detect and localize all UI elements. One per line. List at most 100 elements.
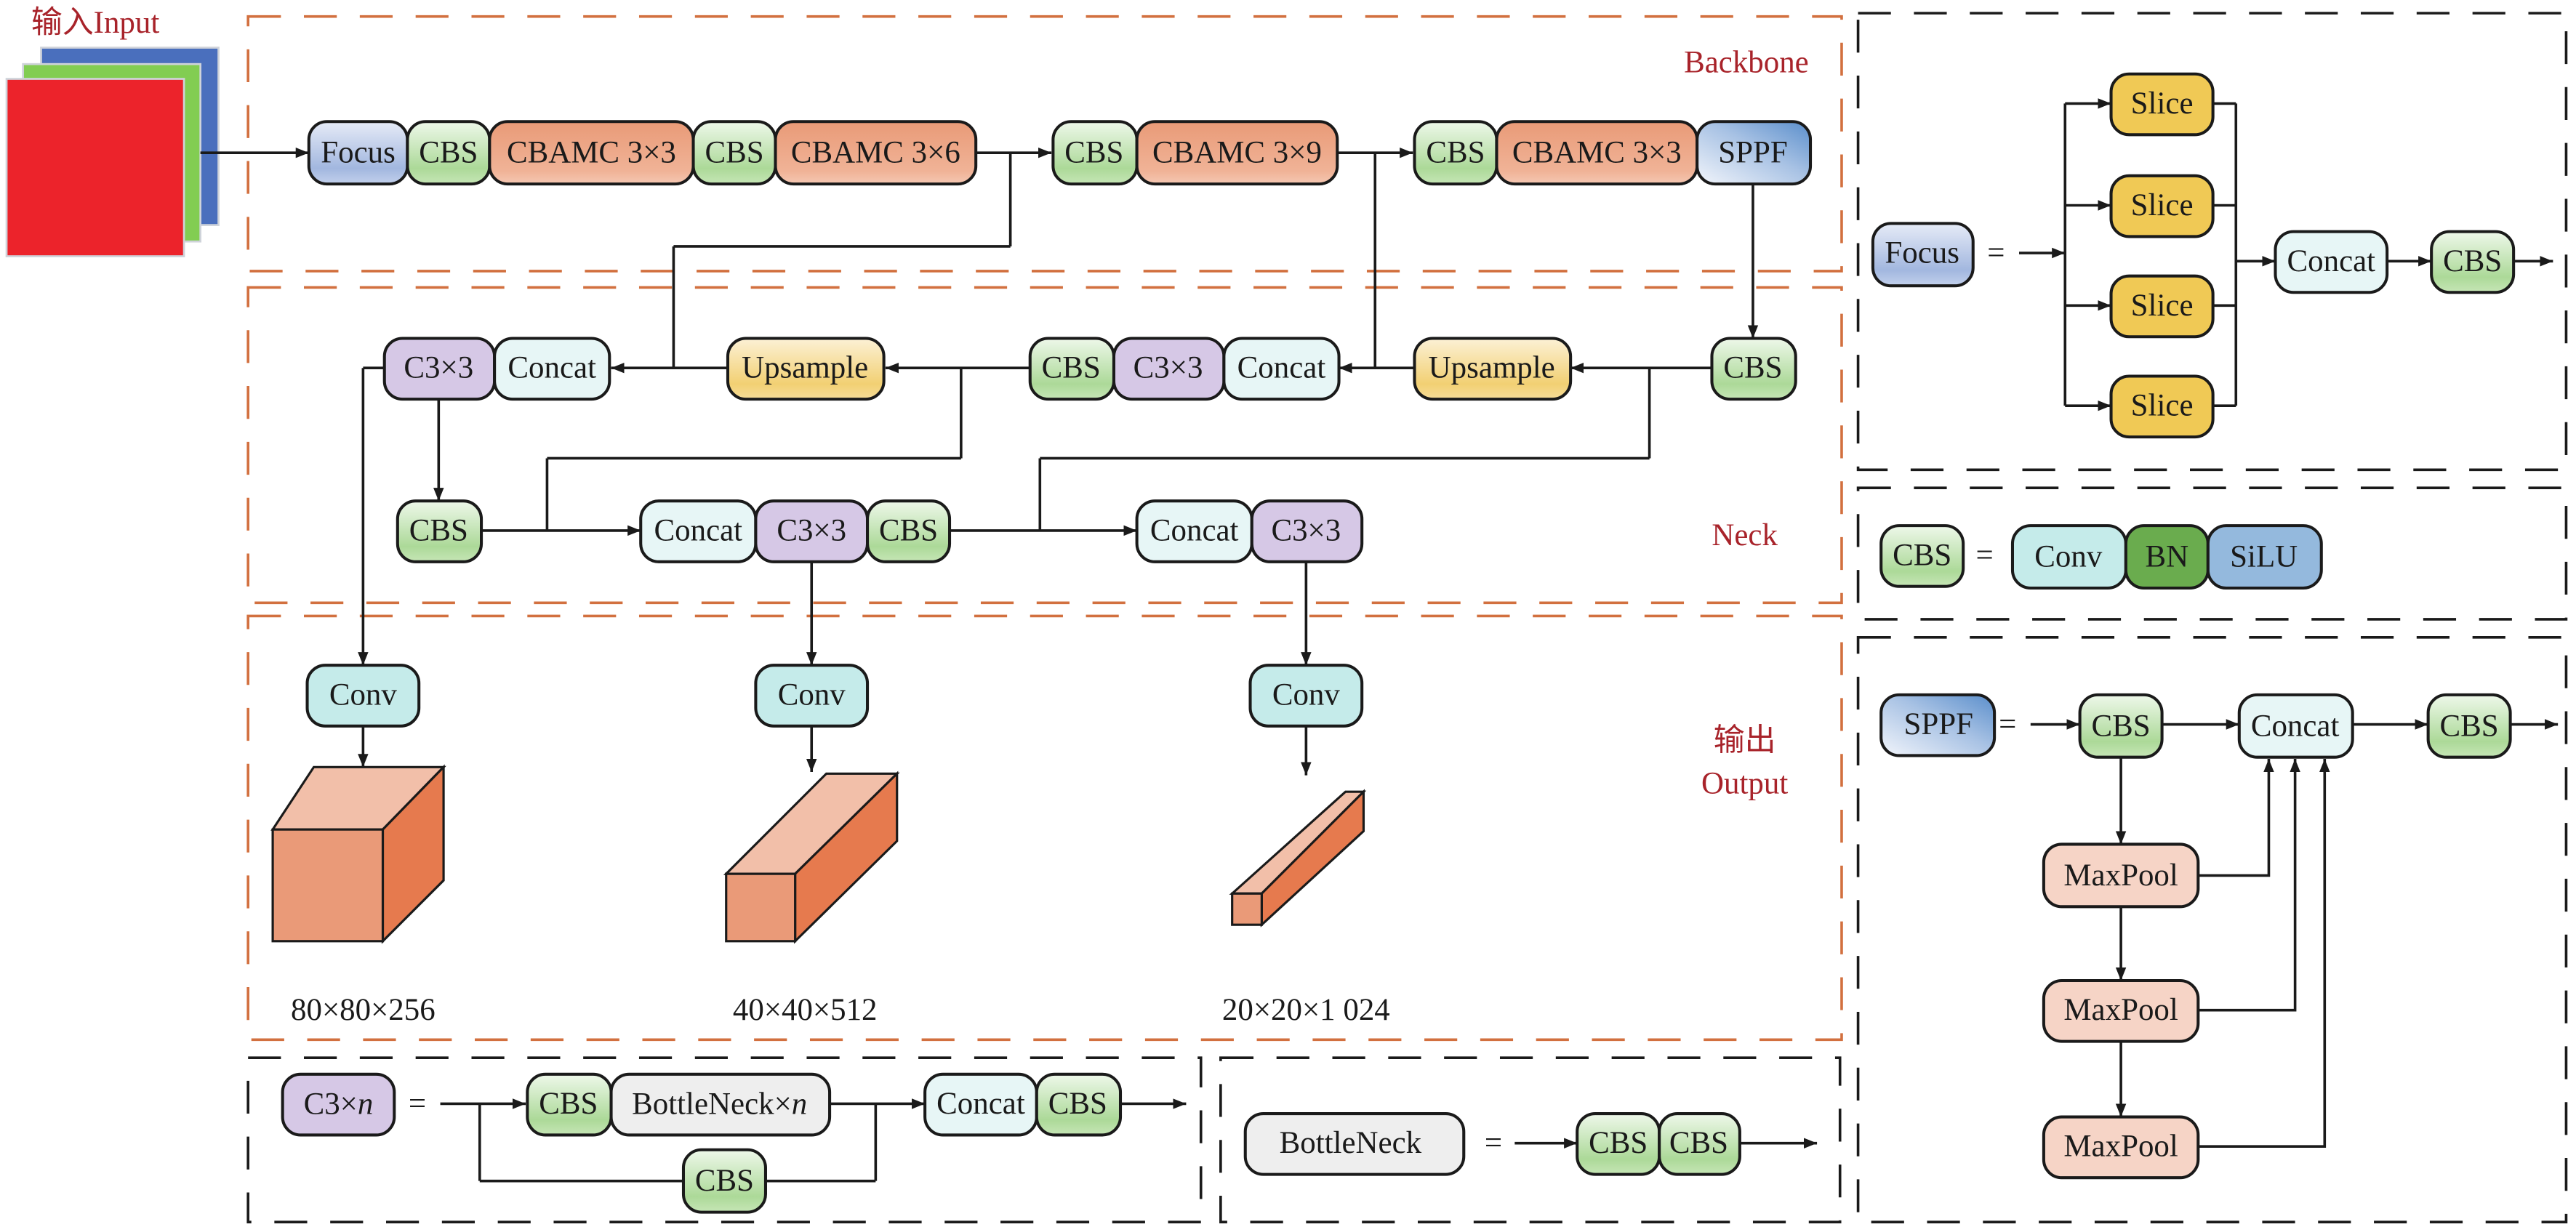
block-concat[interactable]: Concat	[1135, 499, 1253, 563]
feature-size-label: 40×40×512	[733, 993, 878, 1027]
bottleneck-definition-block[interactable]: BottleNeck	[1243, 1112, 1466, 1176]
focus-legend: Focus = Slice Slice Slice Slice Concat C…	[1871, 72, 2516, 439]
svg-text:Conv: Conv	[329, 677, 398, 712]
block-concat[interactable]: Concat	[493, 337, 611, 401]
output-label-en: Output	[1701, 766, 1788, 800]
block-concat[interactable]: Concat	[2274, 230, 2389, 294]
block-slice[interactable]: Slice	[2109, 174, 2215, 238]
block-cbamc[interactable]: CBAMC 3×3	[488, 120, 695, 186]
feature-map-cube	[1229, 789, 1367, 928]
svg-text:MaxPool: MaxPool	[2063, 858, 2178, 893]
block-conv[interactable]: Conv	[754, 664, 870, 728]
block-bn[interactable]: BN	[2124, 524, 2210, 590]
block-cbs[interactable]: CBS	[396, 499, 483, 563]
block-c3[interactable]: C3×3	[382, 337, 497, 401]
svg-text:MaxPool: MaxPool	[2063, 993, 2178, 1027]
block-slice[interactable]: Slice	[2109, 274, 2215, 339]
block-maxpool[interactable]: MaxPool	[2042, 842, 2200, 909]
svg-text:CBS: CBS	[1064, 136, 1123, 170]
block-slice[interactable]: Slice	[2109, 72, 2215, 137]
block-conv[interactable]: Conv	[305, 664, 421, 728]
svg-text:BottleNeck×n: BottleNeck×n	[632, 1087, 807, 1121]
block-cbs[interactable]: CBS	[681, 1148, 767, 1214]
block-concat[interactable]: Concat	[923, 1072, 1038, 1137]
block-c3[interactable]: C3×3	[754, 499, 870, 563]
block-cbs[interactable]: CBS	[866, 499, 952, 563]
svg-text:CBS: CBS	[409, 513, 468, 547]
cbs-definition-block[interactable]: CBS	[1879, 524, 1965, 588]
backbone-section	[246, 15, 1843, 273]
block-cbs[interactable]: CBS	[691, 120, 777, 186]
block-cbs[interactable]: CBS	[1035, 1072, 1123, 1137]
svg-text:Conv: Conv	[778, 677, 846, 712]
svg-text:CBS: CBS	[1589, 1126, 1648, 1160]
c3-definition-block[interactable]: C3×n	[281, 1072, 396, 1137]
block-cbs[interactable]: CBS	[1028, 337, 1116, 401]
block-maxpool[interactable]: MaxPool	[2042, 978, 2200, 1043]
block-cbamc[interactable]: CBAMC 3×6	[774, 120, 978, 186]
neck-label: Neck	[1712, 518, 1778, 552]
connectors	[200, 98, 2559, 1183]
block-cbs[interactable]: CBS	[1051, 120, 1139, 186]
sppf-legend-panel	[1856, 635, 2568, 1223]
output-head-3: Conv 20×20×1 024	[1222, 664, 1390, 1027]
block-sppf[interactable]: SPPF	[1696, 120, 1813, 186]
svg-text:CBS: CBS	[1723, 351, 1782, 385]
block-cbamc[interactable]: CBAMC 3×9	[1135, 120, 1339, 186]
block-focus[interactable]: Focus	[307, 120, 409, 186]
block-cbs[interactable]: CBS	[1710, 337, 1797, 401]
neck-section	[246, 286, 1843, 605]
block-silu[interactable]: SiLU	[2206, 524, 2323, 590]
svg-text:SPPF: SPPF	[1718, 136, 1788, 170]
svg-text:Slice: Slice	[2131, 289, 2194, 323]
svg-text:CBS: CBS	[1893, 538, 1951, 572]
svg-text:CBS: CBS	[1048, 1087, 1107, 1121]
svg-text:SiLU: SiLU	[2230, 540, 2298, 574]
neck-bottom-row: CBS Concat C3×3 CBS Concat C3×3	[396, 499, 1364, 563]
svg-text:CBAMC 3×6: CBAMC 3×6	[791, 136, 960, 170]
svg-text:CBS: CBS	[2443, 244, 2502, 278]
block-conv[interactable]: Conv	[1248, 664, 1364, 728]
block-cbs[interactable]: CBS	[2426, 693, 2512, 759]
svg-text:CBS: CBS	[1669, 1126, 1728, 1160]
svg-text:Focus: Focus	[321, 136, 396, 170]
c3-legend-panel	[246, 1056, 1203, 1223]
svg-text:CBS: CBS	[695, 1164, 754, 1198]
block-cbamc[interactable]: CBAMC 3×3	[1495, 120, 1699, 186]
block-c3[interactable]: C3×3	[1250, 499, 1364, 563]
block-cbs[interactable]: CBS	[1413, 120, 1498, 186]
svg-text:C3×3: C3×3	[1133, 351, 1203, 385]
focus-definition-block[interactable]: Focus	[1871, 222, 1975, 288]
block-slice[interactable]: Slice	[2109, 374, 2215, 439]
block-cbs[interactable]: CBS	[1658, 1112, 1741, 1176]
block-concat[interactable]: Concat	[2237, 693, 2354, 759]
svg-text:C3×3: C3×3	[777, 513, 846, 547]
output-section	[246, 614, 1843, 1042]
sppf-definition-block[interactable]: SPPF	[1879, 693, 1997, 757]
block-bottleneck-n[interactable]: BottleNeck×n	[609, 1072, 832, 1137]
output-head-1: Conv 80×80×256	[270, 664, 446, 1027]
svg-text:Upsample: Upsample	[1429, 351, 1555, 385]
block-cbs[interactable]: CBS	[2078, 693, 2164, 759]
block-c3[interactable]: C3×3	[1112, 337, 1226, 401]
block-cbs[interactable]: CBS	[1576, 1112, 1661, 1176]
svg-text:CBAMC 3×3: CBAMC 3×3	[1512, 136, 1682, 170]
feature-size-label: 80×80×256	[291, 993, 436, 1027]
svg-text:CBS: CBS	[2092, 709, 2151, 743]
block-upsample[interactable]: Upsample	[1413, 337, 1573, 401]
svg-text:Slice: Slice	[2131, 389, 2194, 423]
block-conv[interactable]: Conv	[2010, 524, 2127, 590]
block-cbs[interactable]: CBS	[406, 120, 491, 186]
cbs-legend: CBS = Conv BN SiLU	[1879, 524, 2323, 590]
svg-text:BN: BN	[2146, 540, 2189, 574]
svg-text:C3×n: C3×n	[304, 1087, 374, 1121]
block-maxpool[interactable]: MaxPool	[2042, 1115, 2200, 1180]
block-cbs[interactable]: CBS	[526, 1072, 613, 1137]
cbs-legend-panel	[1856, 486, 2568, 621]
block-upsample[interactable]: Upsample	[726, 337, 886, 401]
block-concat[interactable]: Concat	[1222, 337, 1341, 401]
block-cbs[interactable]: CBS	[2430, 230, 2516, 294]
input-image-stack	[5, 47, 220, 257]
svg-text:Concat: Concat	[2287, 244, 2376, 278]
block-concat[interactable]: Concat	[639, 499, 758, 563]
